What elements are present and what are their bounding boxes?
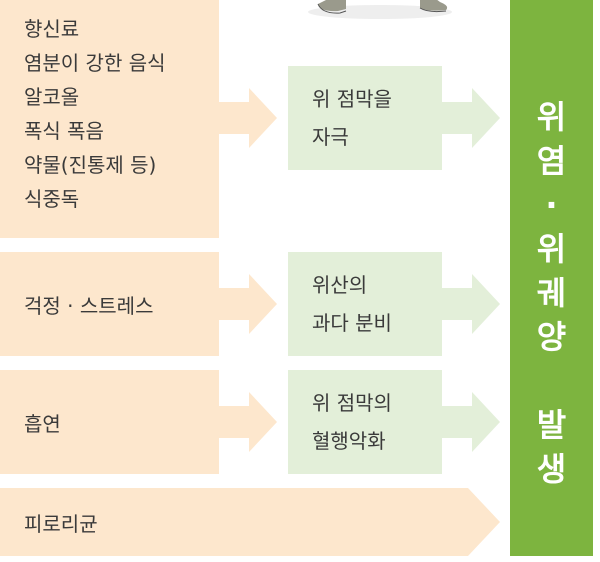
result-char: 생: [536, 450, 567, 488]
arrow-right-icon: [442, 88, 500, 148]
effect-line: 과다 분비: [312, 311, 392, 335]
result-char: 발: [536, 406, 567, 444]
effect-box-acid-oversecretion: 위산의 과다 분비: [288, 252, 442, 356]
person-feet-illustration: [308, 0, 452, 19]
cause-smoking: 흡연: [24, 411, 61, 436]
arrow-right-icon: [219, 274, 277, 334]
arrow-right-icon: [442, 274, 500, 334]
cause-alcohol: 알코올: [24, 85, 80, 109]
cause-list: 향신료 염분이 강한 음식 알코올 폭식 폭음 약물(진통제 등) 식중독: [24, 12, 219, 216]
cause-spices: 향신료: [24, 17, 80, 41]
cause-food-poisoning: 식중독: [24, 187, 80, 211]
effect-line: 혈행악화: [312, 429, 386, 453]
effect-box-mucosa-irritation: 위 점막을 자극: [288, 66, 442, 170]
result-char: 위: [536, 230, 567, 268]
cause-binge: 폭식 폭음: [24, 119, 104, 143]
cause-box-smoking: 흡연: [0, 370, 219, 474]
cause-box-stress: 걱정 · 스트레스: [0, 252, 219, 356]
cause-h-pylori: 피로리균: [24, 511, 98, 536]
result-char: 위: [536, 98, 567, 136]
effect-line: 자극: [312, 125, 349, 149]
result-column-gastritis-ulcer: 위 염 · 위 궤 양 발 생: [510, 0, 593, 556]
arrow-right-icon: [219, 88, 277, 148]
result-char: 염: [536, 142, 567, 180]
result-char: 양: [536, 318, 567, 356]
result-char: 궤: [536, 274, 567, 312]
effect-box-blood-flow: 위 점막의 혈행악화: [288, 370, 442, 474]
cause-stress: 걱정 · 스트레스: [24, 293, 154, 318]
cause-medication: 약물(진통제 등): [24, 153, 157, 177]
cause-salty-food: 염분이 강한 음식: [24, 51, 166, 75]
effect-line: 위 점막을: [312, 87, 392, 111]
arrow-right-icon: [219, 392, 277, 452]
arrow-right-icon: [442, 392, 500, 452]
result-char: ·: [545, 186, 558, 224]
effect-line: 위 점막의: [312, 391, 392, 415]
effect-line: 위산의: [312, 273, 368, 297]
long-arrow-right-icon: [0, 488, 500, 556]
cause-box-h-pylori: 피로리균: [0, 488, 219, 556]
cause-box-irritants: 향신료 염분이 강한 음식 알코올 폭식 폭음 약물(진통제 등) 식중독: [0, 0, 219, 238]
